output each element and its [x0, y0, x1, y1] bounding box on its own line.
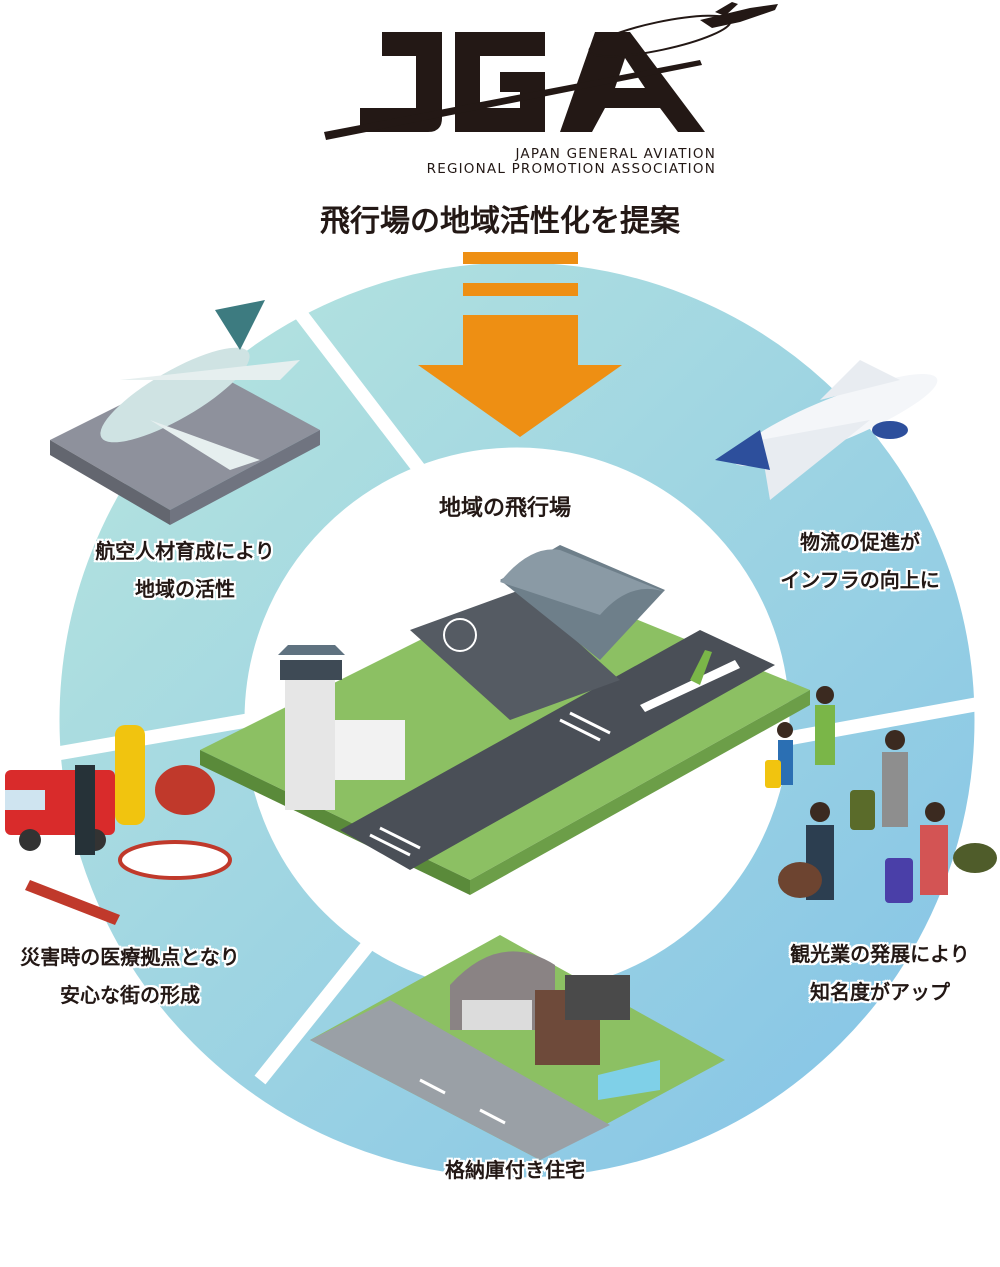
- airport-illustration: [200, 545, 810, 895]
- tourists-illustration: [765, 686, 997, 903]
- item-disaster-line2: 安心な街の形成: [60, 983, 200, 1007]
- down-arrow-icon: [418, 252, 622, 437]
- item-logistics-line1: 物流の促進が: [800, 530, 920, 554]
- emergency-illustration: [5, 725, 232, 925]
- item-hangar-house: 格納庫付き住宅: [445, 1158, 585, 1182]
- item-training-line2: 地域の活性: [135, 577, 235, 601]
- logo-line1: JAPAN GENERAL AVIATION: [515, 146, 716, 162]
- item-logistics-line2: インフラの向上に: [780, 568, 940, 592]
- item-logistics: 物流の促進が インフラの向上に: [730, 523, 990, 599]
- item-tourism: 観光業の発展により 知名度がアップ: [760, 935, 1000, 1011]
- item-tourism-line1: 観光業の発展により: [790, 942, 970, 966]
- item-tourism-line2: 知名度がアップ: [810, 980, 950, 1004]
- hangar-house-illustration: [310, 935, 725, 1160]
- center-title: 地域の飛行場: [438, 496, 571, 521]
- item-training-line1: 航空人材育成により: [95, 539, 275, 563]
- jga-logo: [324, 2, 778, 140]
- headline: 飛行場の地域活性化を提案: [320, 204, 680, 239]
- logo-line2: REGIONAL PROMOTION ASSOCIATION: [426, 161, 716, 177]
- item-training: 航空人材育成により 地域の活性: [50, 532, 320, 608]
- airliner-illustration: [715, 360, 938, 500]
- item-disaster: 災害時の医療拠点となり 安心な街の形成: [0, 938, 260, 1014]
- aircraft-maintenance-illustration: [50, 300, 320, 525]
- item-disaster-line1: 災害時の医療拠点となり: [20, 945, 240, 969]
